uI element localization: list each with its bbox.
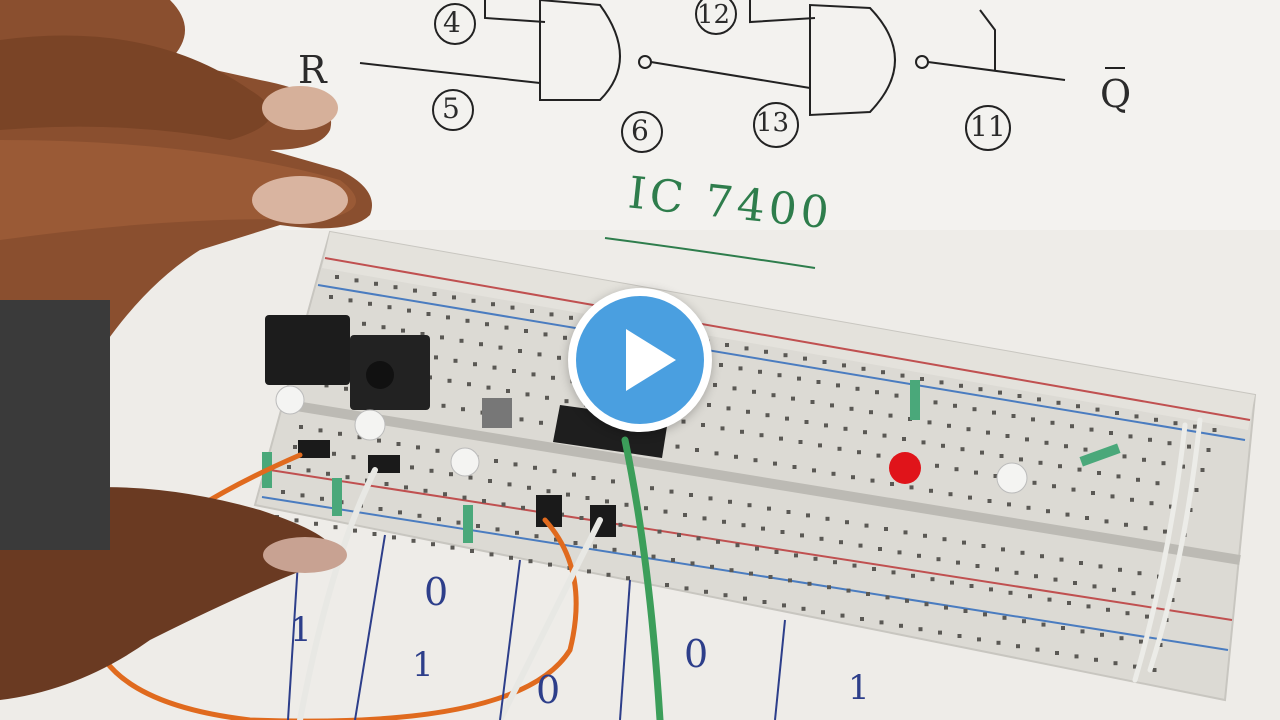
truth-table-lines [287, 529, 786, 720]
green-wire [621, 436, 664, 720]
truth-digit-6: 1 [848, 668, 870, 708]
pin-label-12: 12 [697, 0, 731, 30]
red-led [889, 452, 921, 484]
finger-1 [0, 35, 271, 140]
resistor-4 [332, 478, 342, 516]
white-wire-middle [497, 517, 603, 720]
wire-feedback [979, 9, 996, 70]
truth-digit-2: 0 [424, 570, 449, 614]
jumper-header-1 [298, 440, 330, 458]
pin-circle-12 [695, 0, 737, 35]
fingernail-1 [262, 86, 338, 130]
wire-r-input [359, 62, 541, 84]
rail-blue-bottom [261, 496, 1229, 651]
truth-digit-5: 0 [684, 632, 709, 676]
truth-digit-4: 0 [536, 668, 561, 712]
rail-red-top [324, 257, 1251, 421]
wire-top-left [484, 0, 546, 23]
resistor-1 [910, 380, 920, 420]
pin-circle-13 [753, 102, 799, 148]
fingernail-2 [252, 176, 348, 224]
resistor-3 [463, 505, 473, 543]
white-led-2 [354, 409, 386, 441]
table-line-2 [499, 559, 521, 720]
wire-top-right [749, 0, 816, 24]
white-led-right [996, 462, 1028, 494]
breadboard-holes [275, 275, 1217, 672]
pin-circle-4 [434, 3, 476, 45]
play-button[interactable] [568, 288, 712, 432]
table-line-1 [354, 534, 386, 720]
play-button-circle[interactable] [576, 296, 704, 424]
white-wire-left [297, 467, 378, 720]
play-icon[interactable] [626, 329, 676, 391]
pin-circle-5 [432, 89, 474, 131]
resistor-2 [1079, 443, 1121, 467]
white-led-1 [275, 385, 305, 415]
thumbnail [263, 537, 347, 573]
pin-label-5: 5 [442, 92, 460, 125]
ic-underline [604, 237, 816, 269]
table-line-4 [774, 619, 786, 720]
sleeve-shadow [0, 300, 110, 550]
center-channel [289, 400, 1241, 565]
white-led-middle [450, 447, 480, 477]
truth-digit-3: 1 [412, 645, 434, 685]
pin-label-13: 13 [756, 108, 790, 138]
breadboard-body [253, 230, 1257, 702]
pin-label-11: 11 [970, 110, 1006, 143]
pin-circle-11 [965, 105, 1011, 151]
table-line-3 [619, 579, 631, 720]
white-wire-right-2 [1147, 417, 1203, 673]
nand-gate-left [539, 0, 621, 101]
output-label-q: Q [1100, 72, 1132, 116]
breadboard [253, 230, 1257, 702]
hand [0, 0, 372, 700]
pin-label-4: 4 [443, 6, 461, 39]
nand-gate-right [809, 3, 896, 117]
tact-switch [482, 398, 512, 428]
wire-middle [650, 61, 811, 89]
white-wire-right-1 [1132, 422, 1188, 683]
nand-schematic [359, 0, 1125, 153]
pin-circle-6 [621, 111, 663, 153]
rail-red-bottom [269, 469, 1233, 621]
push-button-1 [265, 315, 350, 385]
truth-digit-1: 1 [290, 610, 312, 650]
rail-blue-top [317, 284, 1246, 441]
pin-label-6: 6 [631, 114, 649, 147]
components [262, 315, 1121, 543]
input-label-r: R [298, 48, 327, 92]
push-button-2-cap [366, 361, 394, 389]
wire-output [927, 61, 1066, 81]
